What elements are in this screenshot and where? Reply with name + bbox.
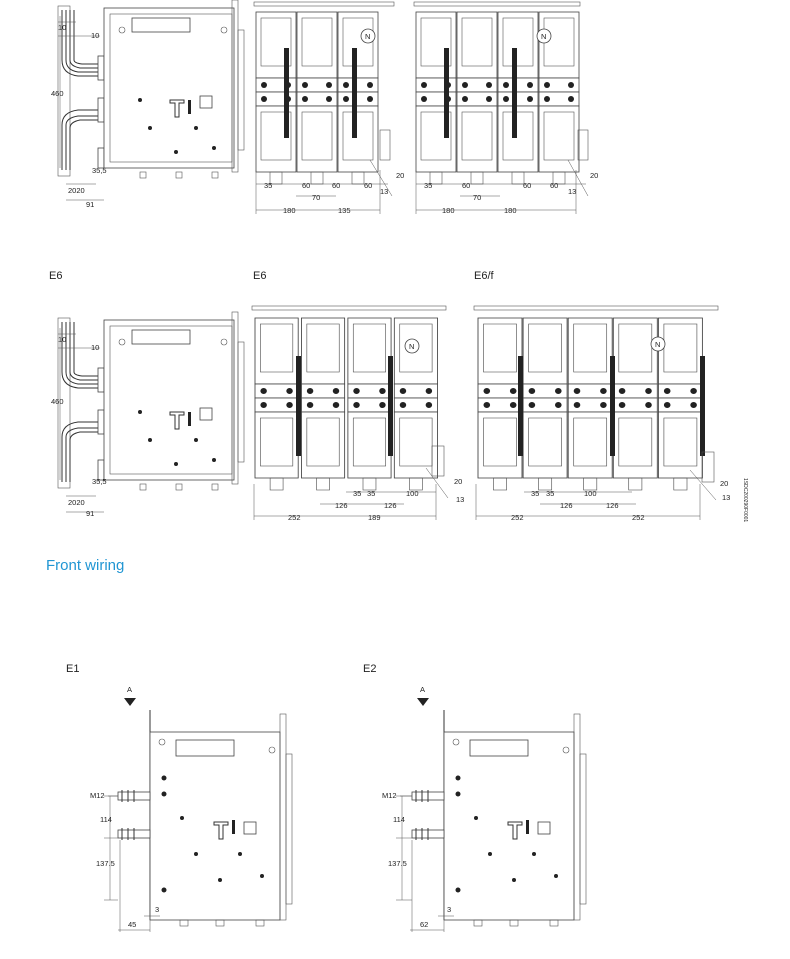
mid-dim-91: 91	[86, 509, 94, 518]
dim-b-35: 35	[424, 181, 432, 190]
middle-front-view-e6: N 126 35 35 126 100 20 13 252 189	[251, 305, 464, 522]
d114-e2: 114	[393, 815, 405, 824]
d45-e1: 45	[128, 920, 136, 929]
neutral-icon-e6f	[650, 336, 666, 352]
top-side-view: 10 10 460 35,5 2020 91	[51, 0, 245, 209]
mid-dim-10b: 10	[91, 343, 99, 352]
dim-b-70: 70	[473, 193, 481, 202]
label-e1: E1	[66, 663, 79, 675]
dim-b-180b: 180	[504, 206, 517, 215]
mid-dim-a-35b: 35	[367, 489, 375, 498]
dim-2020: 2020	[68, 186, 85, 195]
dim-a-60c: 60	[364, 181, 372, 190]
mid-dim-b-20: 20	[720, 479, 728, 488]
dim-a-135: 135	[338, 206, 351, 215]
dim-10b: 10	[91, 31, 99, 40]
mid-dim-b-35b: 35	[546, 489, 554, 498]
mid-dim-460: 460	[51, 397, 64, 406]
dim-a-180: 180	[283, 206, 296, 215]
label-e6-side: E6	[49, 270, 62, 282]
dim-35-5: 35,5	[92, 166, 107, 175]
neutral-icon-e6	[404, 338, 420, 354]
dim-a-20: 20	[396, 171, 404, 180]
dim-91: 91	[86, 200, 94, 209]
mid-dim-a-126b: 126	[384, 501, 397, 510]
middle-side-view: 10 10 460 35,5 2020 91	[51, 311, 245, 518]
dim-b-60a: 60	[462, 181, 470, 190]
mid-dim-35-5: 35,5	[92, 477, 107, 486]
arrow-down-icon-e1	[124, 698, 136, 706]
mid-dim-a-126a: 126	[335, 501, 348, 510]
neutral-icon-b	[536, 28, 552, 44]
neutral-icon	[360, 28, 376, 44]
label-e2: E2	[363, 663, 376, 675]
dim-a-13: 13	[380, 187, 388, 196]
mid-dim-a-100: 100	[406, 489, 419, 498]
mid-dim-b-100: 100	[584, 489, 597, 498]
dim-b-180: 180	[442, 206, 455, 215]
dim-b-20: 20	[590, 171, 598, 180]
front-wiring-e2: E2 A M12 114 137.5 3 62	[363, 663, 587, 932]
mid-dim-a-20: 20	[454, 477, 462, 486]
dim-b-60c: 60	[550, 181, 558, 190]
mid-dim-a-35a: 35	[353, 489, 361, 498]
front-wiring-e1: E1 A M12 114 137.5 3 45	[66, 663, 293, 932]
mid-dim-b-35a: 35	[531, 489, 539, 498]
mid-dim-b-126b: 126	[606, 501, 619, 510]
d62-e2: 62	[420, 920, 428, 929]
m12-e1: M12	[90, 791, 105, 800]
d114-e1: 114	[100, 815, 112, 824]
middle-front-view-e6f: N 35 35 100 126 126 20 13 252 252 1SDC20…	[473, 305, 748, 522]
dim-10a: 10	[58, 23, 66, 32]
top-front-view-b: N 35 60 70 60 60 20 13 180 180	[413, 1, 598, 215]
mid-dim-a-189: 189	[368, 513, 381, 522]
d3-e2: 3	[447, 905, 451, 914]
dim-a-60b: 60	[332, 181, 340, 190]
dim-460: 460	[51, 89, 64, 98]
label-e6f-front: E6/f	[474, 270, 495, 282]
neutral-label-b: N	[541, 32, 546, 41]
m12-e2: M12	[382, 791, 397, 800]
dim-a-70: 70	[312, 193, 320, 202]
arrow-a-label-e2: A	[420, 685, 425, 694]
section-title-front-wiring: Front wiring	[46, 557, 125, 574]
neutral-label-e6: N	[409, 342, 414, 351]
drawing-code: 1SDC200290F0001	[742, 478, 748, 522]
mid-dim-b-252b: 252	[632, 513, 645, 522]
dim-b-60b: 60	[523, 181, 531, 190]
d137-e2: 137.5	[388, 859, 407, 868]
mid-dim-b-13: 13	[722, 493, 730, 502]
dim-a-35: 35	[264, 181, 272, 190]
dim-a-60a: 60	[302, 181, 310, 190]
label-e6-front: E6	[253, 270, 266, 282]
mid-dim-b-252a: 252	[511, 513, 524, 522]
mid-dim-a-252: 252	[288, 513, 301, 522]
dim-b-13: 13	[568, 187, 576, 196]
mid-dim-a-13: 13	[456, 495, 464, 504]
mid-dim-2020: 2020	[68, 498, 85, 507]
mid-dim-10a: 10	[58, 335, 66, 344]
mid-dim-b-126a: 126	[560, 501, 573, 510]
top-front-view-a: N 35 60 70 60 60 20 13 180 135	[253, 1, 404, 215]
neutral-label: N	[365, 32, 370, 41]
neutral-label-e6f: N	[655, 340, 660, 349]
arrow-down-icon-e2	[417, 698, 429, 706]
arrow-a-label-e1: A	[127, 685, 132, 694]
d3-e1: 3	[155, 905, 159, 914]
d137-e1: 137.5	[96, 859, 115, 868]
